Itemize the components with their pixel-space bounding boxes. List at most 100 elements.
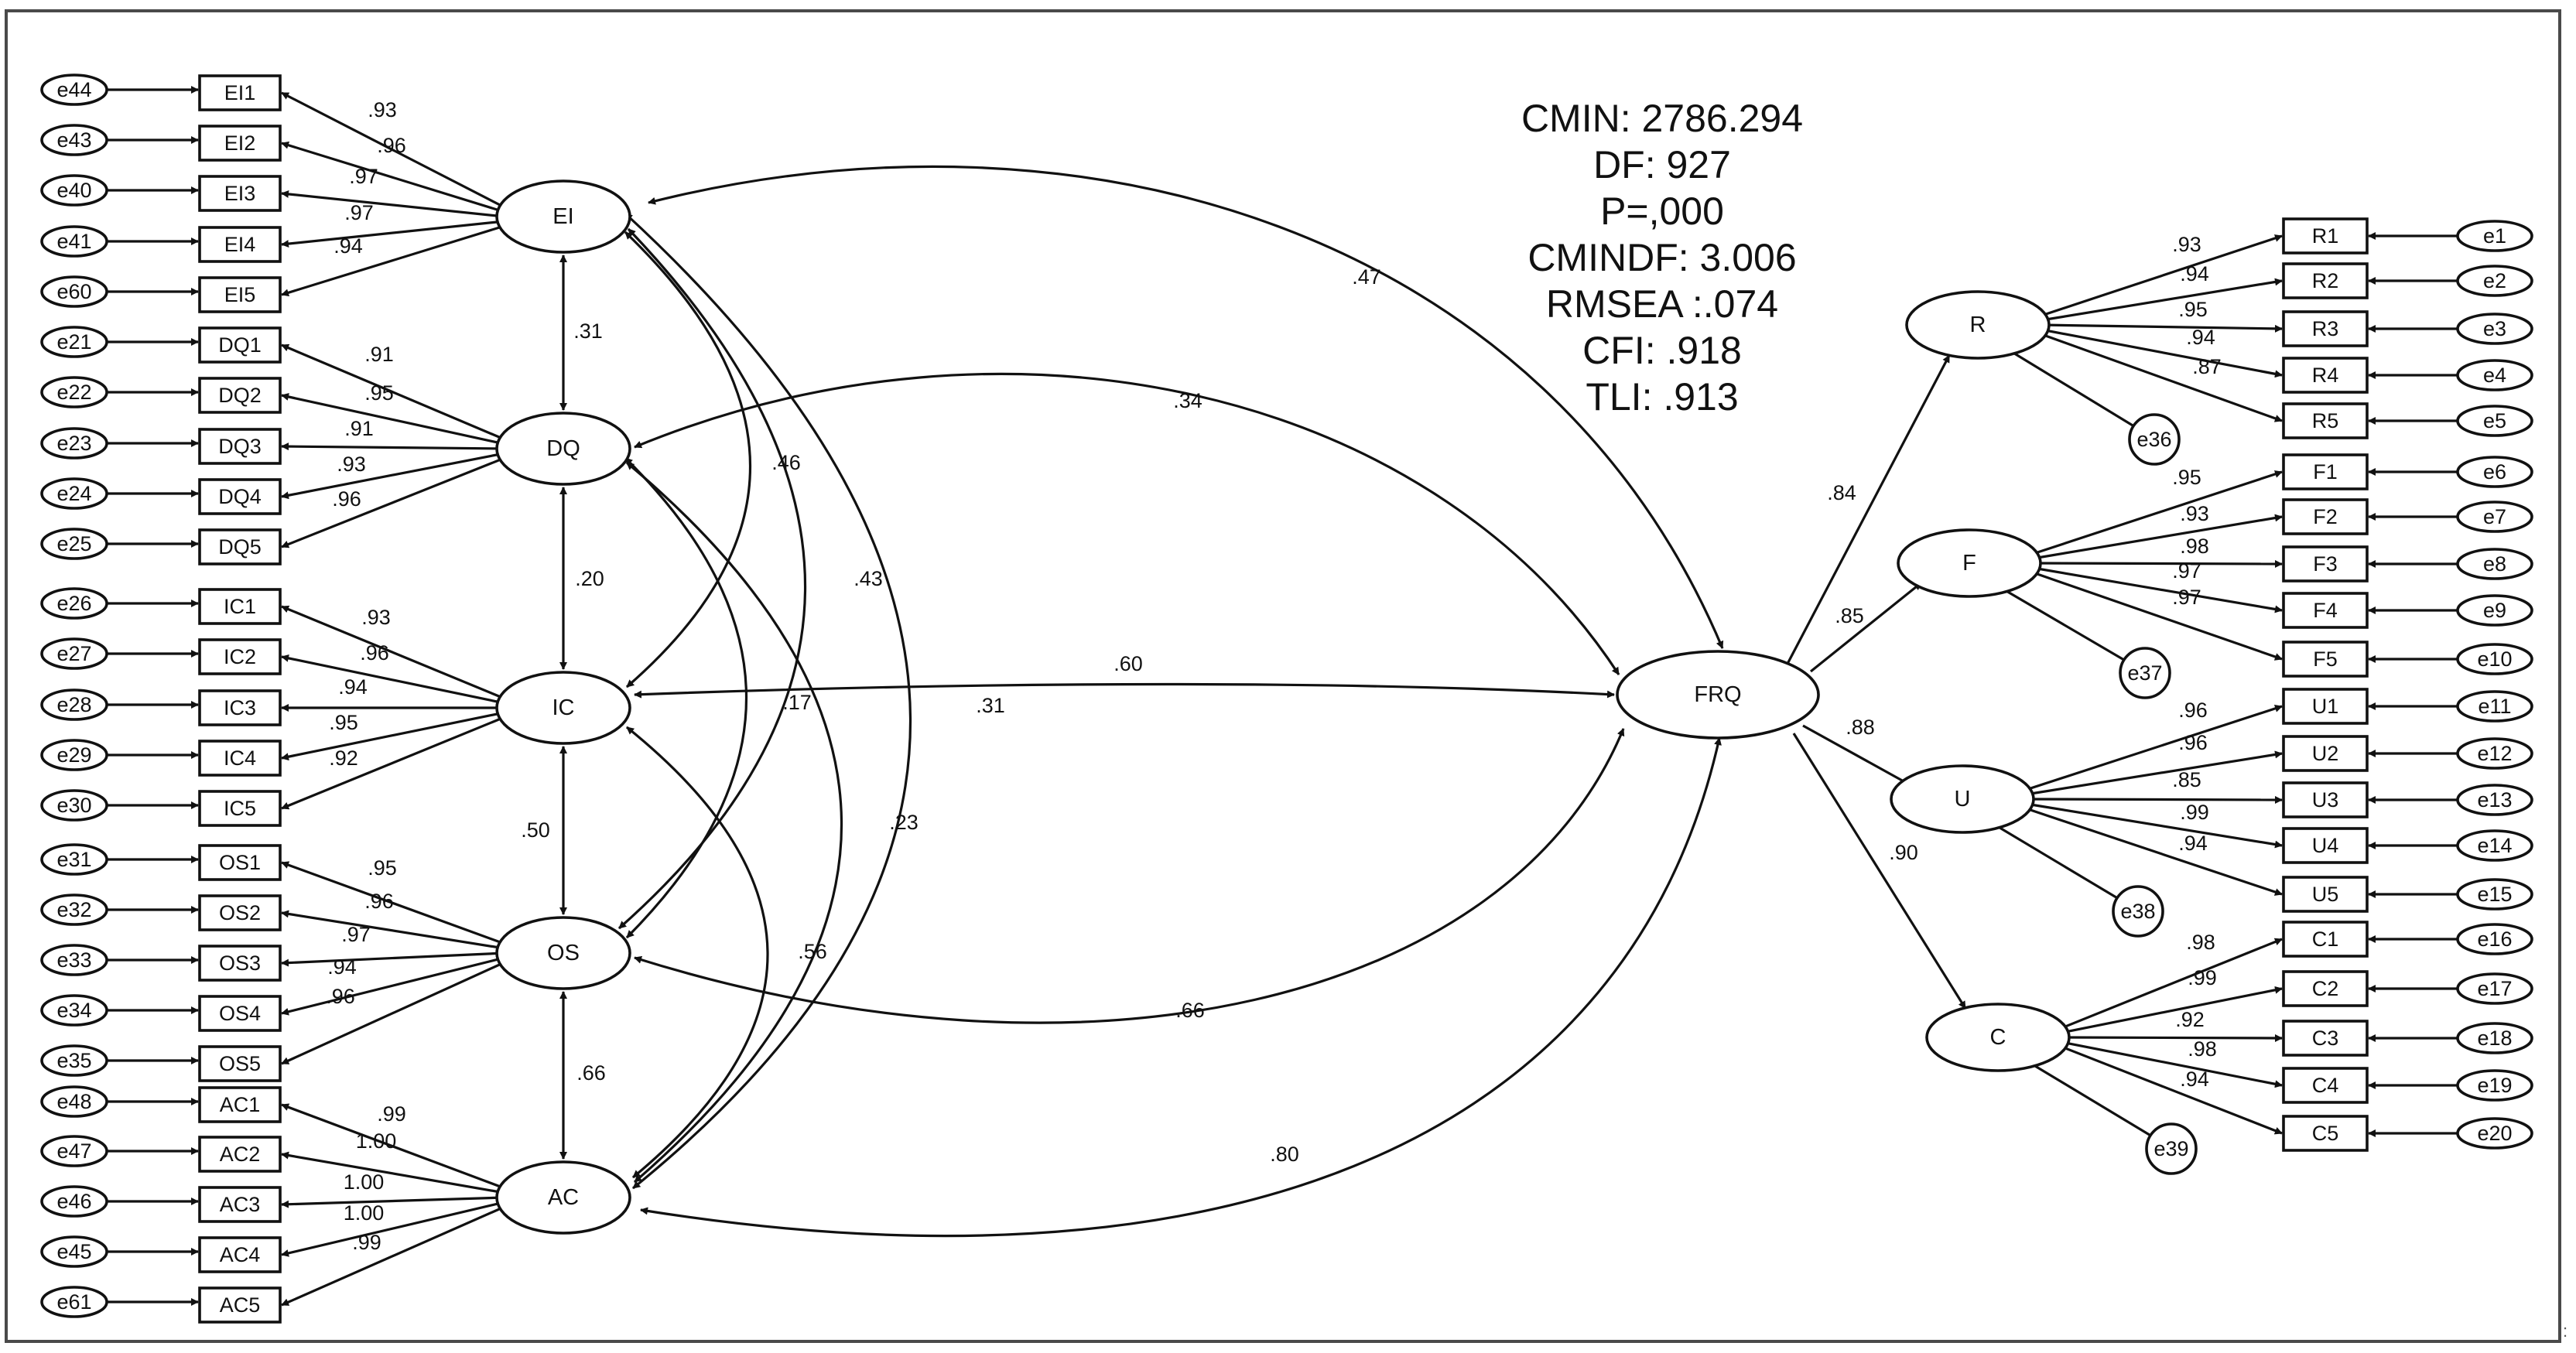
indicator-box <box>198 894 282 931</box>
error-label: e40 <box>56 179 91 202</box>
disturbance-path <box>2018 1054 2151 1137</box>
loading-label: .95 <box>364 381 394 405</box>
error-term <box>2456 829 2533 862</box>
latent-label: AC <box>548 1185 579 1210</box>
latent-dq <box>495 412 631 486</box>
error-label: e43 <box>56 128 91 152</box>
indicator-label: DQ5 <box>218 535 262 559</box>
loading-path <box>281 605 505 700</box>
fit-index-line: P=,000 <box>1600 190 1724 233</box>
structural-path <box>1792 733 1967 1010</box>
loading-label: .92 <box>329 747 358 770</box>
fit-index-line: CMINDF: 3.006 <box>1527 236 1796 279</box>
indicator-label: IC4 <box>224 747 256 770</box>
error-label: e3 <box>2483 317 2506 340</box>
loading-label: .96 <box>332 487 361 511</box>
loading-label: .99 <box>377 1102 406 1126</box>
indicator-label: IC5 <box>224 797 256 820</box>
loading-path <box>281 343 505 441</box>
loading-path <box>2041 328 2283 378</box>
error-term <box>2456 737 2533 770</box>
correlation-label: .56 <box>798 940 827 963</box>
error-term <box>40 994 108 1027</box>
error-label: e4 <box>2483 364 2506 387</box>
fit-index-line: TLI: .913 <box>1586 375 1738 419</box>
indicator-box <box>2282 1067 2369 1104</box>
loading-path <box>281 1196 505 1208</box>
dimension-label: F <box>1962 551 1976 576</box>
error-label: e5 <box>2483 409 2506 432</box>
loading-path <box>2061 1045 2283 1135</box>
loading-path <box>281 1103 505 1190</box>
loading-label: .94 <box>327 955 357 979</box>
error-label: e46 <box>56 1190 91 1213</box>
loading-path <box>2041 234 2283 317</box>
loading-path <box>281 190 505 218</box>
loading-path <box>2025 795 2283 804</box>
correlation-label: .34 <box>1173 389 1202 412</box>
error-term <box>40 275 108 308</box>
error-term <box>40 477 108 510</box>
indicator-label: AC2 <box>220 1143 261 1166</box>
error-term <box>40 528 108 560</box>
indicator-box <box>198 1186 282 1223</box>
dimension-u <box>1890 764 2035 834</box>
indicator-box <box>198 1086 282 1123</box>
indicator-box <box>198 125 282 162</box>
error-label: e1 <box>2483 224 2506 248</box>
loading-label: .94 <box>334 234 363 258</box>
error-label: e27 <box>56 642 91 665</box>
error-label: e19 <box>2477 1074 2512 1097</box>
correlation-label: .60 <box>1114 652 1143 675</box>
indicator-box <box>198 226 282 263</box>
indicator-label: F1 <box>2313 460 2338 483</box>
loading-path <box>281 716 505 810</box>
loading-label: .97 <box>344 201 374 224</box>
loading-label: .99 <box>2180 801 2209 824</box>
disturbance-term <box>2112 885 2164 938</box>
error-label: e21 <box>56 330 91 354</box>
indicator-box <box>2282 453 2369 490</box>
latent-os <box>495 916 631 990</box>
correlation-label: .43 <box>854 567 883 590</box>
loading-label: .93 <box>2180 502 2209 525</box>
frq-correlation-path <box>634 372 1620 675</box>
indicator-box <box>2282 402 2369 439</box>
indicator-label: IC3 <box>224 696 256 719</box>
loading-label: .96 <box>360 641 389 665</box>
latent-label: OS <box>547 941 580 965</box>
loading-label: .97 <box>2172 586 2201 609</box>
loading-label: .99 <box>2188 966 2217 989</box>
error-term <box>2456 784 2533 816</box>
loading-label: .92 <box>2175 1008 2205 1031</box>
indicator-box <box>198 638 282 675</box>
loading-label: .95 <box>2172 466 2201 489</box>
error-label: e14 <box>2477 834 2512 857</box>
latent-ei <box>495 179 631 254</box>
latent-frq <box>1616 650 1820 740</box>
loading-label: .94 <box>338 675 368 699</box>
error-label: e18 <box>2477 1027 2512 1050</box>
indicator-box <box>198 844 282 881</box>
loading-path <box>281 956 505 1016</box>
disturbance-label: e36 <box>2136 428 2171 451</box>
loading-label: .97 <box>2172 559 2201 583</box>
error-term <box>40 587 108 620</box>
indicator-label: U1 <box>2312 695 2339 718</box>
indicator-label: EI4 <box>224 233 256 256</box>
latent-ic <box>495 671 631 745</box>
loading-label: .98 <box>2180 535 2209 558</box>
error-term <box>2456 878 2533 911</box>
loading-path <box>2025 802 2283 849</box>
indicator-box <box>2282 262 2369 299</box>
error-term <box>2456 313 2533 345</box>
loading-label: .93 <box>337 453 366 476</box>
loading-path <box>2061 1040 2283 1088</box>
error-label: e25 <box>56 532 91 555</box>
shapes-layer <box>40 73 2533 1324</box>
error-term <box>2456 265 2533 297</box>
indicator-label: AC1 <box>220 1093 261 1116</box>
loading-path <box>2032 559 2283 568</box>
loading-path <box>2061 938 2283 1030</box>
